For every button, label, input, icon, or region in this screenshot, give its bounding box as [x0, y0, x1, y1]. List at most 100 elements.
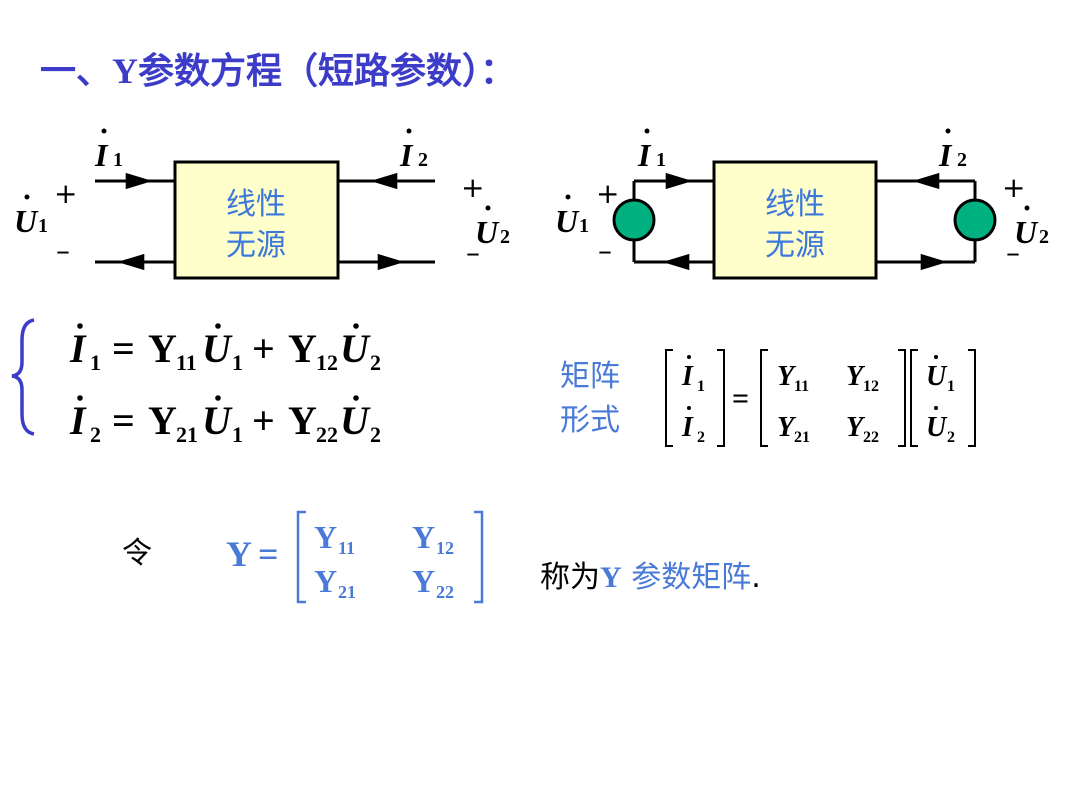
- i1-dot-2: [644, 128, 650, 134]
- port1-minus-2: –: [598, 234, 612, 267]
- i2-dot-2: [945, 128, 951, 134]
- y-matrix-definition: Y = Y 11 Y 12 Y 21 Y 22: [226, 510, 484, 604]
- i2-subscript-2: 2: [957, 149, 967, 171]
- lhs-bracket-left: [665, 349, 673, 447]
- port2-plus-2: +: [1002, 171, 1025, 204]
- let-label: 令: [122, 536, 152, 571]
- box-label-line2: 无源: [226, 228, 286, 263]
- equation-line-1: I 1 = Y 11 U 1 + Y 12 U 2: [69, 323, 381, 375]
- m-i2: I: [681, 412, 694, 443]
- u2-symbol: U: [475, 214, 500, 250]
- port2-minus: –: [466, 236, 480, 269]
- m-y22: Y: [846, 412, 866, 443]
- eq2-y-term2-sub: 22: [316, 422, 338, 447]
- eq1-plus: +: [252, 326, 275, 371]
- eq1-equals: =: [112, 326, 135, 371]
- called-y-matrix-text: 称为Y 参数矩阵.: [540, 552, 761, 596]
- eq1-v1-dot: [215, 323, 221, 329]
- m-y12: Y: [846, 361, 866, 392]
- u1-symbol-2: U: [555, 203, 580, 239]
- def-bracket-left: [296, 510, 306, 604]
- eq1-y-term2: Y: [288, 326, 317, 371]
- port1-plus: +: [54, 177, 77, 210]
- m-y21: Y: [777, 412, 797, 443]
- m-y12-sub: 12: [863, 378, 879, 395]
- eq1-v2-sub: 2: [370, 350, 381, 375]
- eq2-lhs-dot: [77, 395, 83, 401]
- eq2-plus: +: [252, 398, 275, 443]
- eq1-y-term1: Y: [148, 326, 177, 371]
- eq1-v1-sub: 1: [232, 350, 243, 375]
- equation-system: I 1 = Y 11 U 1 + Y 12 U 2 I 2 = Y 21 U 1…: [11, 318, 381, 447]
- coef-bracket-left: [760, 349, 768, 447]
- i1-dot: [101, 128, 107, 134]
- i2-symbol: I: [399, 137, 414, 173]
- eq1-y-term1-sub: 11: [176, 350, 197, 375]
- m-y11: Y: [777, 361, 797, 392]
- linear-passive-box: [173, 160, 340, 280]
- eq2-v1-sub: 1: [232, 422, 243, 447]
- def-y11: Y: [314, 519, 337, 555]
- m-i1-sub: 1: [697, 378, 705, 395]
- equation-brace: [11, 318, 35, 436]
- eq2-v1-dot: [215, 395, 221, 401]
- eq2-y-term1-sub: 21: [176, 422, 198, 447]
- eq2-v2-sub: 2: [370, 422, 381, 447]
- eq1-lhs-dot: [77, 323, 83, 329]
- def-bracket-right: [474, 510, 484, 604]
- port1-minus: –: [56, 234, 70, 267]
- u1-dot: [24, 194, 30, 200]
- u2-subscript-2: 2: [1039, 226, 1049, 248]
- m-u1: U: [926, 361, 948, 392]
- port1-plus-2: +: [596, 177, 619, 210]
- def-y: Y: [226, 534, 252, 574]
- called-prefix: 称为: [540, 560, 600, 595]
- eq2-lhs: I: [69, 398, 87, 443]
- eq1-y-term2-sub: 12: [316, 350, 338, 375]
- port2-minus-2: –: [1006, 236, 1020, 269]
- two-port-diagram-shorted: 线性 无源 I 1 I 2 U 1 U 2 + – + –: [555, 128, 1049, 280]
- eq2-y-term2: Y: [288, 398, 317, 443]
- eq2-lhs-sub: 2: [90, 422, 101, 447]
- i2-symbol-2: I: [938, 137, 953, 173]
- i1-symbol: I: [94, 137, 109, 173]
- m-i1: I: [681, 361, 694, 392]
- matrix-equals: =: [732, 382, 749, 415]
- box-label-line1-2: 线性: [765, 187, 825, 222]
- i1-subscript-2: 1: [656, 149, 666, 171]
- def-y12: Y: [412, 519, 435, 555]
- voltage-source-1: [612, 198, 656, 242]
- m-y21-sub: 21: [794, 429, 810, 446]
- m-y11-sub: 11: [794, 378, 809, 395]
- def-y22: Y: [412, 563, 435, 599]
- m-i2-sub: 2: [697, 429, 705, 446]
- m-u1-dot: [934, 355, 938, 359]
- eq2-v1: U: [202, 398, 233, 443]
- u2-subscript: 2: [500, 226, 510, 248]
- def-y22-sub: 22: [436, 582, 454, 602]
- eq1-v2-dot: [353, 323, 359, 329]
- m-u1-sub: 1: [947, 378, 955, 395]
- m-u2-sub: 2: [947, 429, 955, 446]
- port2-plus: +: [461, 171, 484, 204]
- u1-subscript: 1: [38, 215, 48, 237]
- matrix-form-label-line2: 形式: [560, 403, 620, 438]
- def-y21-sub: 21: [338, 582, 356, 602]
- matrix-form: 矩阵 形式 I 1 I 2 Y 11 Y 12 Y 21 Y 22: [560, 349, 976, 447]
- m-u2: U: [926, 412, 948, 443]
- def-y21: Y: [314, 563, 337, 599]
- i2-subscript: 2: [418, 149, 428, 171]
- u2-dot: [485, 205, 491, 211]
- m-u2-dot: [934, 406, 938, 410]
- eq1-lhs-sub: 1: [90, 350, 101, 375]
- voltage-source-2: [953, 198, 997, 242]
- eq2-y-term1: Y: [148, 398, 177, 443]
- m-i2-dot: [687, 406, 691, 410]
- m-y22-sub: 22: [863, 429, 879, 446]
- eq1-v2: U: [340, 326, 371, 371]
- m-i1-dot: [687, 355, 691, 359]
- i2-dot: [406, 128, 412, 134]
- u1-subscript-2: 1: [579, 215, 589, 237]
- def-y12-sub: 12: [436, 538, 454, 558]
- def-y11-sub: 11: [338, 538, 355, 558]
